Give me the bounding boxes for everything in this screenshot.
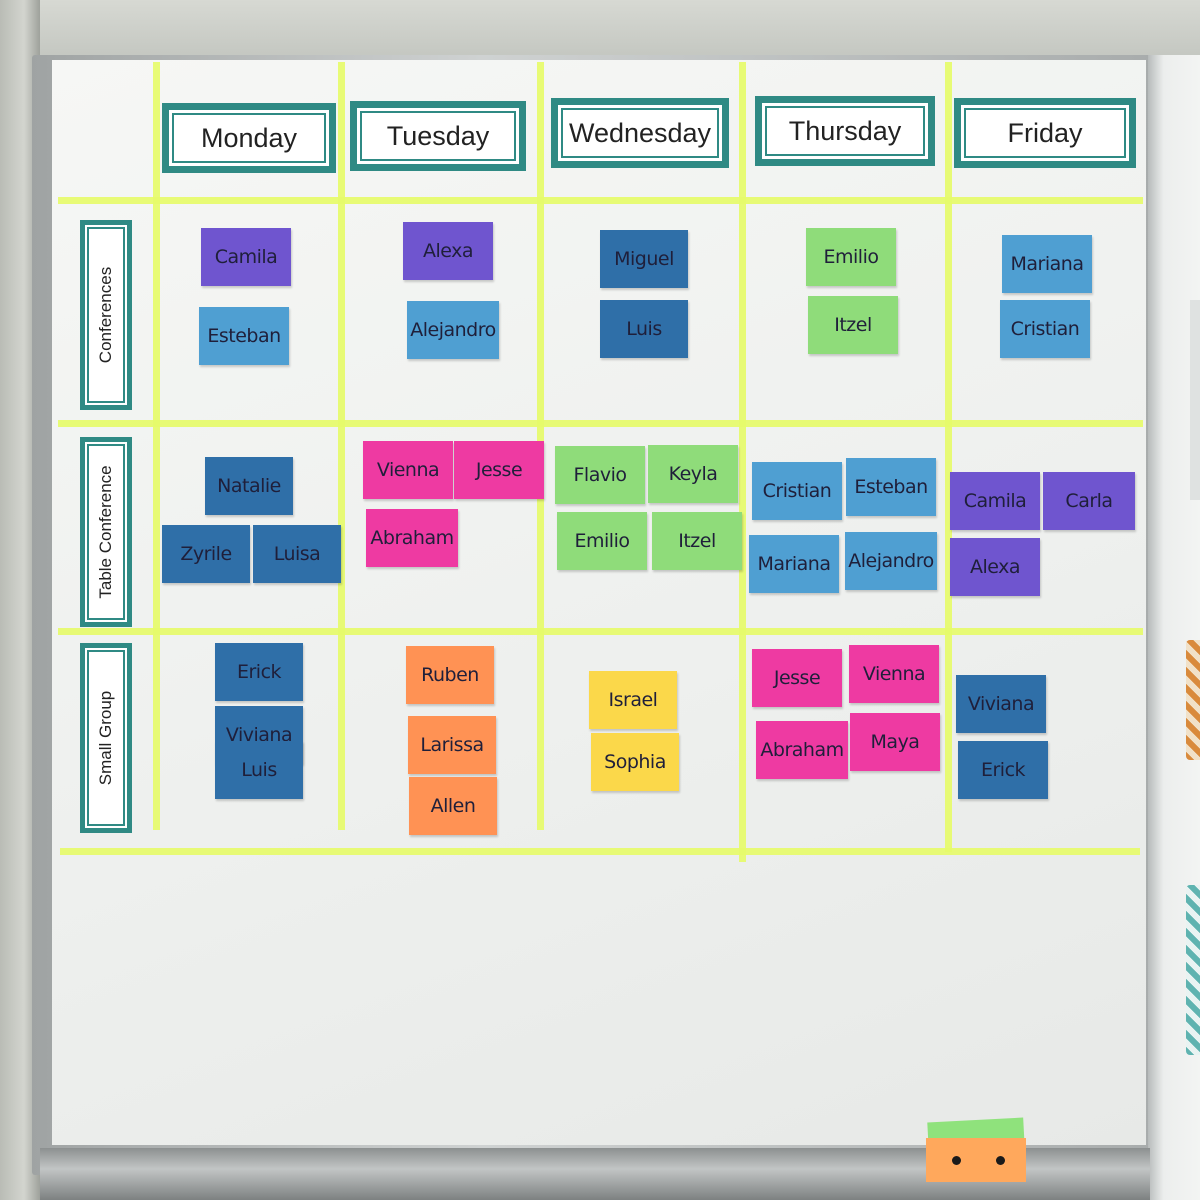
- name-card[interactable]: Luis: [215, 741, 303, 799]
- name-card[interactable]: Abraham: [366, 509, 458, 567]
- row-label-text: Conferences: [96, 266, 115, 364]
- name-card[interactable]: Flavio: [555, 446, 645, 504]
- name-card[interactable]: Jesse: [752, 649, 842, 707]
- tape-vertical: [739, 62, 746, 862]
- name-card[interactable]: Vienna: [849, 645, 939, 703]
- tape-vertical: [945, 62, 952, 852]
- name-card[interactable]: Keyla: [648, 445, 738, 503]
- name-card[interactable]: Alexa: [403, 222, 493, 280]
- name-card[interactable]: Mariana: [1002, 235, 1092, 293]
- name-card[interactable]: Israel: [589, 671, 677, 729]
- tape-vertical: [153, 62, 160, 830]
- tape-horizontal: [58, 628, 1143, 635]
- name-card[interactable]: Cristian: [1000, 300, 1090, 358]
- tape-horizontal: [60, 848, 1140, 855]
- side-decoration: [1186, 640, 1200, 760]
- tape-vertical: [338, 62, 345, 830]
- row-label-text: Table Conference: [96, 465, 115, 599]
- name-card[interactable]: Esteban: [846, 458, 936, 516]
- name-card[interactable]: Emilio: [806, 228, 896, 286]
- name-card[interactable]: Alexa: [950, 538, 1040, 596]
- whiteboard: [52, 60, 1146, 1145]
- name-card[interactable]: Cristian: [752, 462, 842, 520]
- name-card[interactable]: Itzel: [652, 512, 742, 570]
- name-card[interactable]: Luisa: [253, 525, 341, 583]
- day-header-tuesday: Tuesday: [350, 101, 526, 171]
- side-poster: [1190, 300, 1200, 500]
- tray-card: [926, 1138, 1026, 1182]
- name-card[interactable]: Allen: [409, 777, 497, 835]
- name-card[interactable]: Camila: [950, 472, 1040, 530]
- name-card[interactable]: Mariana: [749, 535, 839, 593]
- name-card[interactable]: Alejandro: [407, 301, 499, 359]
- name-card[interactable]: Zyrile: [162, 525, 250, 583]
- name-card[interactable]: Itzel: [808, 296, 898, 354]
- day-header-wednesday: Wednesday: [551, 98, 729, 168]
- row-label-text: Small Group: [96, 690, 115, 786]
- name-card[interactable]: Emilio: [557, 512, 647, 570]
- row-label-small-group: Small Group: [80, 643, 132, 833]
- name-card[interactable]: Erick: [215, 643, 303, 701]
- name-card[interactable]: Sophia: [591, 733, 679, 791]
- day-header-thursday: Thursday: [755, 96, 935, 166]
- eye-dot-icon: [996, 1156, 1005, 1165]
- name-card[interactable]: Carla: [1043, 472, 1135, 530]
- name-card[interactable]: Miguel: [600, 230, 688, 288]
- name-card[interactable]: Larissa: [408, 716, 496, 774]
- day-header-friday: Friday: [954, 98, 1136, 168]
- row-label-conferences: Conferences: [80, 220, 132, 410]
- name-card[interactable]: Maya: [850, 713, 940, 771]
- eye-dot-icon: [952, 1156, 961, 1165]
- side-decoration: [1186, 885, 1200, 1055]
- row-label-table-conference: Table Conference: [80, 437, 132, 627]
- name-card[interactable]: Alejandro: [845, 532, 937, 590]
- tape-horizontal: [58, 420, 1143, 427]
- name-card[interactable]: Jesse: [454, 441, 544, 499]
- day-header-monday: Monday: [162, 103, 336, 173]
- name-card[interactable]: Vienna: [363, 441, 453, 499]
- name-card[interactable]: Camila: [201, 228, 291, 286]
- name-card[interactable]: Luis: [600, 300, 688, 358]
- name-card[interactable]: Ruben: [406, 646, 494, 704]
- name-card[interactable]: Erick: [958, 741, 1048, 799]
- name-card[interactable]: Viviana: [956, 675, 1046, 733]
- tape-horizontal: [58, 197, 1143, 204]
- wall: [0, 0, 1200, 60]
- name-card[interactable]: Esteban: [199, 307, 289, 365]
- name-card[interactable]: Natalie: [205, 457, 293, 515]
- name-card[interactable]: Abraham: [756, 721, 848, 779]
